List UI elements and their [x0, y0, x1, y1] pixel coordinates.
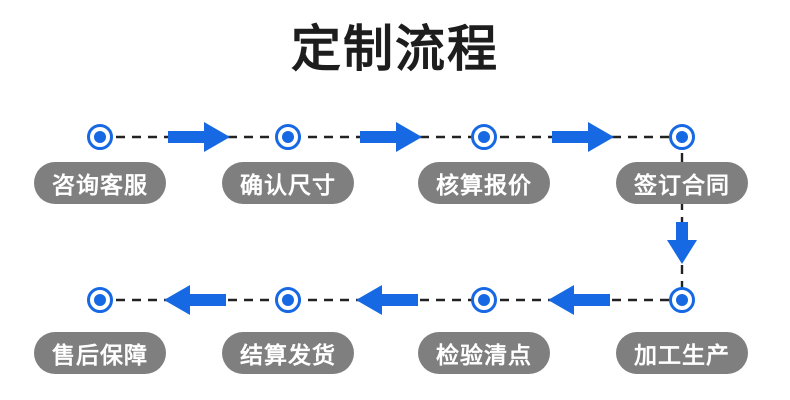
- arrow-left-2-icon: [356, 285, 418, 315]
- step-pill-1[interactable]: 咨询客服: [34, 162, 166, 204]
- step-pill-8[interactable]: 加工生产: [616, 332, 748, 374]
- step-pill-3[interactable]: 核算报价: [418, 162, 550, 204]
- step-pill-6[interactable]: 结算发货: [222, 332, 354, 374]
- node-dot-5[interactable]: [87, 287, 113, 313]
- node-dot-7[interactable]: [471, 287, 497, 313]
- node-dot-6[interactable]: [275, 287, 301, 313]
- step-pill-4[interactable]: 签订合同: [616, 162, 748, 204]
- arrow-left-1-icon: [548, 285, 610, 315]
- arrow-right-3-icon: [552, 122, 614, 152]
- page-title: 定制流程: [291, 20, 499, 78]
- step-pill-7[interactable]: 检验清点: [418, 332, 550, 374]
- step-pill-2[interactable]: 确认尺寸: [222, 162, 354, 204]
- node-dot-4[interactable]: [669, 124, 695, 150]
- step-pill-5[interactable]: 售后保障: [34, 332, 166, 374]
- arrow-right-1-icon: [168, 122, 230, 152]
- node-dot-1[interactable]: [87, 124, 113, 150]
- arrow-down-1-icon: [667, 222, 697, 264]
- arrow-left-3-icon: [164, 285, 226, 315]
- node-dot-8[interactable]: [669, 287, 695, 313]
- node-dot-2[interactable]: [275, 124, 301, 150]
- arrow-right-2-icon: [360, 122, 422, 152]
- node-dot-3[interactable]: [471, 124, 497, 150]
